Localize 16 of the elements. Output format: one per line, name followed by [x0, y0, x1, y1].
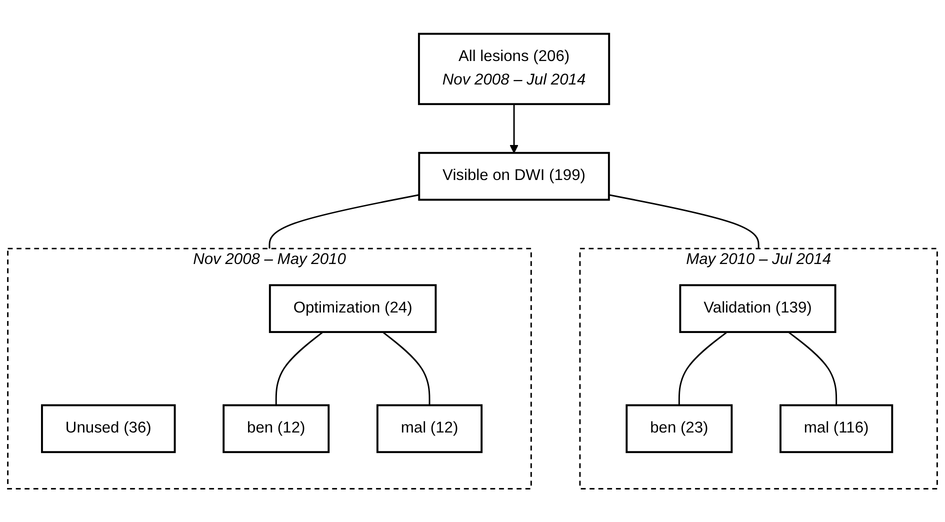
connector [268, 194, 420, 248]
node-box: Validation (139) [679, 284, 836, 333]
arrow [510, 104, 518, 154]
node-box: mal (116) [780, 404, 894, 453]
node-box: Visible on DWI (199) [418, 152, 610, 200]
connector [608, 194, 760, 248]
node-box: All lesions (206) Nov 2008 – Jul 2014 [418, 32, 610, 105]
node-box: ben (23) [626, 404, 733, 453]
connector [788, 331, 838, 405]
node-box: Optimization (24) [268, 284, 437, 333]
node-box: mal (12) [376, 404, 483, 453]
connector [275, 331, 324, 405]
node-box: ben (12) [222, 404, 330, 453]
connector [382, 331, 430, 405]
node-box: Unused (36) [41, 404, 176, 453]
connector [678, 331, 728, 405]
